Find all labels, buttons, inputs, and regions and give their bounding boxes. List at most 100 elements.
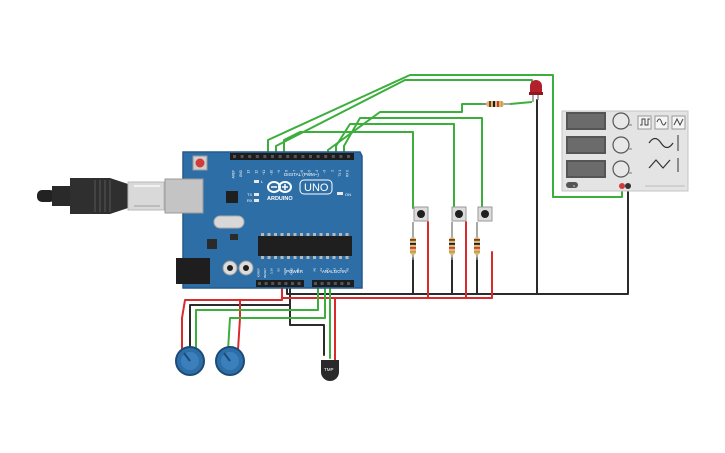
usb-grip-lines [94, 180, 111, 212]
fg-power-switch[interactable] [566, 182, 578, 188]
analog-pin-hole[interactable] [333, 282, 337, 285]
digital-pin-label: ~11 [262, 170, 266, 175]
pushbutton-1[interactable] [413, 206, 429, 222]
pushbutton-cap [417, 210, 425, 218]
analog-pin-label: A4 [339, 268, 343, 272]
pushbutton-3[interactable] [477, 206, 493, 222]
fg-dial[interactable] [612, 136, 630, 154]
chip-leg [280, 233, 284, 236]
fg-terminal-positive[interactable] [619, 183, 625, 189]
pulldown-resistor-3[interactable] [474, 222, 480, 260]
analog-pin-hole[interactable] [314, 282, 317, 285]
usb-cable[interactable] [37, 178, 165, 214]
digital-pin-label: GND [239, 169, 243, 177]
power-pin-hole[interactable] [271, 282, 275, 285]
digital-pin-hole[interactable] [263, 155, 267, 158]
wire-green-btn1[interactable] [283, 131, 414, 209]
analog-header-label: ANALOG IN [322, 269, 347, 274]
digital-pin-hole[interactable] [347, 155, 350, 158]
digital-pin-hole[interactable] [248, 155, 252, 158]
pushbutton-2[interactable] [451, 206, 467, 222]
digital-pin-hole[interactable] [233, 155, 236, 158]
power-pin-hole[interactable] [284, 282, 288, 285]
wire-red-pot2[interactable] [237, 299, 241, 351]
usb-plug-body [70, 178, 128, 214]
power-pin-hole[interactable] [264, 282, 268, 285]
power-pin-hole[interactable] [277, 282, 281, 285]
voltage-regulator [207, 239, 217, 249]
pulldown-resistor-2[interactable] [449, 222, 455, 260]
analog-pin-label: A3 [332, 268, 336, 272]
power-pin-hole[interactable] [297, 282, 301, 285]
resistor-led[interactable] [482, 101, 533, 107]
power-pin-hole[interactable] [258, 282, 261, 285]
chip-leg [326, 233, 329, 236]
analog-pin-hole[interactable] [347, 282, 350, 285]
fg-dial[interactable] [612, 112, 630, 130]
analog-pin-hole[interactable] [320, 282, 324, 285]
chip-leg [306, 233, 310, 236]
power-pin-label: 5V [276, 268, 280, 272]
digital-pin-hole[interactable] [324, 155, 328, 158]
digital-header[interactable] [230, 153, 354, 160]
wire-green-pot1[interactable] [195, 282, 319, 351]
digital-pin-hole[interactable] [331, 155, 335, 158]
fg-terminal-negative[interactable] [625, 183, 631, 189]
wire-black-pot2[interactable] [289, 304, 325, 356]
chip-leg [313, 256, 316, 259]
analog-pin-hole[interactable] [340, 282, 344, 285]
power-header-label: POWER [286, 269, 304, 274]
digital-pin-hole[interactable] [316, 155, 320, 158]
fg-dial[interactable] [612, 160, 630, 178]
reset-button-cap [195, 158, 205, 168]
potentiometer-2[interactable] [215, 346, 245, 376]
atmega-chip [258, 236, 352, 256]
digital-pin-hole[interactable] [271, 155, 274, 158]
usb-chip [226, 191, 238, 203]
power-jack [176, 258, 210, 284]
wire-green-btn2[interactable] [335, 123, 455, 209]
digital-pin-hole[interactable] [255, 155, 259, 158]
analog-pin-hole[interactable] [327, 282, 331, 285]
digital-pin-label: RX 0 [346, 170, 350, 177]
red-led[interactable] [529, 80, 543, 102]
digital-pin-hole[interactable] [286, 155, 290, 158]
wire-red-bus[interactable] [281, 251, 493, 299]
digital-pin-hole[interactable] [240, 155, 244, 158]
tmp-label: TMP [324, 367, 334, 372]
pushbutton-cap [455, 210, 463, 218]
tmp-body [321, 360, 339, 381]
digital-pin-label: ~9 [277, 170, 281, 174]
bottom-pin-holes [258, 282, 350, 285]
digital-pin-hole[interactable] [309, 155, 312, 158]
digital-pin-hole[interactable] [301, 155, 305, 158]
pulldown-resistor-1[interactable] [410, 222, 416, 260]
pulldown-resistors [410, 222, 480, 260]
wire-green-btn3[interactable] [343, 117, 483, 209]
chip-leg [267, 233, 271, 236]
led-rx [254, 199, 259, 202]
power-pin-hole[interactable] [291, 282, 294, 285]
potentiometer-1[interactable] [175, 346, 205, 376]
power-pin-label: Vin [296, 268, 300, 273]
led-rx-label: RX [247, 198, 253, 203]
led-tx-label: TX [247, 192, 252, 197]
wire-green-led[interactable] [267, 74, 623, 198]
digital-pin-hole[interactable] [293, 155, 297, 158]
resistor-body [410, 237, 416, 255]
wire-red-pot1[interactable] [181, 297, 283, 351]
chip-leg [293, 233, 297, 236]
wire-green-pot2[interactable] [227, 282, 326, 351]
led-l-label: L [261, 179, 264, 184]
resistor-body [474, 237, 480, 255]
chip-leg [287, 256, 290, 259]
function-generator[interactable]: o [561, 110, 689, 192]
digital-pin-hole[interactable] [339, 155, 343, 158]
digital-pin-hole[interactable] [278, 155, 282, 158]
temperature-sensor[interactable]: TMP [321, 360, 339, 381]
usb-cable-end [37, 190, 55, 202]
analog-header[interactable] [312, 280, 354, 287]
digital-pin-label: ~10 [270, 170, 274, 176]
